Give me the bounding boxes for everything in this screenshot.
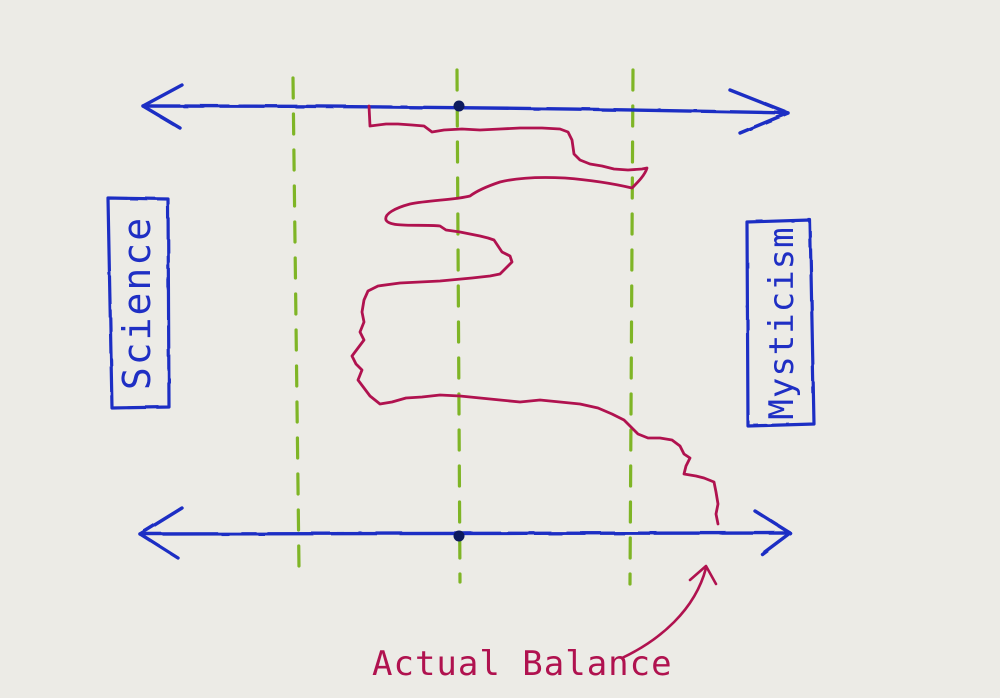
bottom-axis-left-arrowhead xyxy=(138,506,184,560)
balance-trace xyxy=(350,104,720,526)
bottom-axis-marker xyxy=(453,530,465,542)
science-box: Science xyxy=(106,196,171,410)
guide-line-right xyxy=(628,68,635,586)
top-axis-right-arrowhead xyxy=(728,88,790,135)
annotation-arrow-shaft xyxy=(620,566,708,660)
annotation-label: Actual Balance xyxy=(372,644,673,684)
mysticism-label: Mysticism xyxy=(762,226,802,419)
top-axis-line xyxy=(141,104,790,115)
guide-line-left xyxy=(291,76,301,570)
bottom-axis-right-arrowhead xyxy=(753,509,792,556)
annotation-arrow-head xyxy=(688,564,718,586)
bottom-axis-line xyxy=(138,531,792,536)
mysticism-box: Mysticism xyxy=(745,218,816,428)
mysticism-box-border xyxy=(745,218,816,428)
science-label: Science xyxy=(115,216,159,390)
top-axis-left-arrowhead xyxy=(141,83,184,130)
annotation-arrow xyxy=(620,564,718,660)
guide-line-center xyxy=(455,68,462,584)
top-axis-marker xyxy=(453,100,465,112)
guide-lines xyxy=(291,68,635,586)
top-axis xyxy=(141,83,790,135)
science-box-border xyxy=(106,196,171,410)
bottom-axis xyxy=(138,506,792,560)
